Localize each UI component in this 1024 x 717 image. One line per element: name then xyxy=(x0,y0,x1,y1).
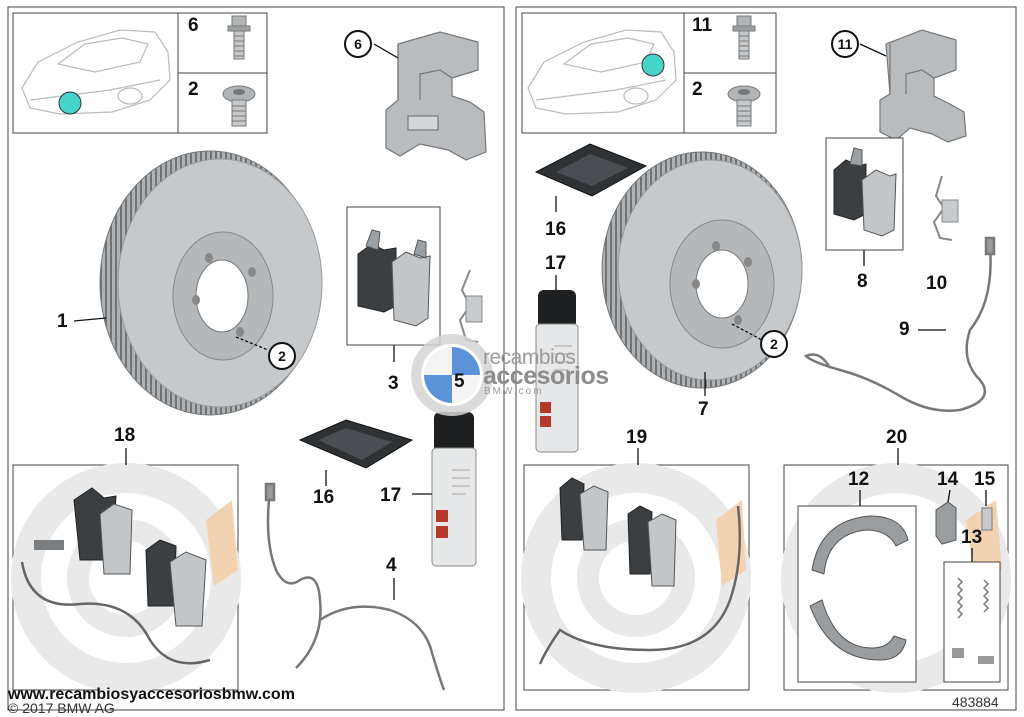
callout-disc-bolt-right: 2 xyxy=(760,330,788,358)
wear-sensor-right xyxy=(803,236,996,412)
bmw-roundel-watermark-icon xyxy=(411,334,493,416)
callout-pads-left: 3 xyxy=(388,373,399,394)
spray-can-left xyxy=(431,412,477,567)
carrier-bolt-icon xyxy=(732,15,756,60)
right-key-number-bottom: 2 xyxy=(692,79,703,100)
callout-spray-right: 17 xyxy=(545,253,567,274)
left-key-box xyxy=(12,12,268,134)
callout-repair-kit-right: 19 xyxy=(626,427,648,448)
brake-pads-left xyxy=(346,206,441,346)
diagram-id: 483884 xyxy=(952,694,999,710)
callout-adjuster: 15 xyxy=(974,469,996,490)
repair-kit-box-right xyxy=(521,463,751,693)
repair-kit-box-left xyxy=(11,463,241,693)
callout-wear-sensor-right: 9 xyxy=(899,319,910,340)
disc-bolt-icon xyxy=(222,85,256,127)
callout-wear-sensor-left: 4 xyxy=(386,555,397,576)
assembly-paste-pack-right xyxy=(534,143,648,197)
carrier-bolt-icon xyxy=(227,15,251,60)
disc-bolt-icon xyxy=(727,85,761,127)
callout-clip-right: 10 xyxy=(926,273,948,294)
callout-carrier-right: 11 xyxy=(831,30,859,58)
callout-springs: 13 xyxy=(961,527,983,548)
brake-pads-right xyxy=(825,137,904,251)
callout-carrier-left: 6 xyxy=(344,30,372,58)
spray-can-right xyxy=(535,290,579,453)
left-key-number-bottom: 2 xyxy=(188,79,199,100)
callout-pads-right: 8 xyxy=(857,271,868,292)
callout-disc-right: 7 xyxy=(698,399,709,420)
watermark-line-1: recambios xyxy=(483,346,576,369)
callout-shoes: 12 xyxy=(848,469,870,490)
callout-parking-brake-kit: 20 xyxy=(886,427,908,448)
footer-url: www.recambiosyaccesoriosbmw.com xyxy=(8,686,295,703)
callout-shoe-pad: 14 xyxy=(937,469,959,490)
callout-disc-bolt-left: 2 xyxy=(268,342,296,370)
right-key-number-top: 11 xyxy=(692,15,713,36)
position-marker-icon xyxy=(58,91,82,115)
car-outline-right xyxy=(527,29,677,115)
caliper-carrier-right xyxy=(879,29,967,143)
position-marker-icon xyxy=(641,53,665,77)
callout-paste-left: 16 xyxy=(313,487,335,508)
parking-brake-kit-box xyxy=(781,463,1011,693)
right-key-box xyxy=(521,12,777,134)
brake-disc-right xyxy=(601,151,803,389)
callout-repair-kit-left: 18 xyxy=(114,425,136,446)
wear-sensor-left xyxy=(264,482,446,691)
brake-disc-left xyxy=(99,150,323,416)
left-key-number-top: 6 xyxy=(188,15,199,36)
callout-paste-right: 16 xyxy=(545,219,567,240)
anti-rattle-clip-right xyxy=(932,175,959,241)
caliper-carrier-left xyxy=(385,31,487,161)
watermark-line-3: BMW.com xyxy=(484,386,544,397)
callout-disc-left: 1 xyxy=(57,311,68,332)
watermark-line-2: accesorios xyxy=(483,362,609,390)
footer-copyright: © 2017 BMW AG xyxy=(8,700,115,716)
callout-clip-left: 5 xyxy=(454,371,465,392)
assembly-paste-pack-left xyxy=(298,419,414,469)
car-outline-left xyxy=(21,29,171,115)
callout-spray-left: 17 xyxy=(380,485,402,506)
